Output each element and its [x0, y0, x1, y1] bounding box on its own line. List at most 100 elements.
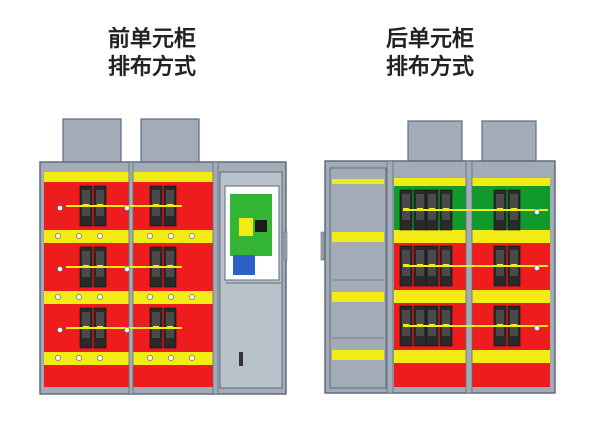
- connector-dot: [147, 294, 153, 300]
- yellow-band: [44, 291, 129, 304]
- yellow-band: [394, 290, 466, 303]
- module-face: [510, 250, 518, 276]
- yellow-band: [44, 352, 129, 365]
- module-face: [152, 312, 160, 338]
- red-base: [472, 363, 550, 387]
- module-face: [416, 310, 424, 336]
- rear-cabinet-title-line1: 后单元柜: [385, 27, 474, 52]
- module-face: [510, 310, 518, 336]
- front-control-cabinet: [219, 171, 283, 389]
- front-cabinet-title-line1: 前单元柜: [107, 27, 196, 52]
- front-fan-box-2: [140, 118, 200, 164]
- module-face: [96, 312, 104, 338]
- module-face: [416, 250, 424, 276]
- module-face: [166, 312, 174, 338]
- front-cabinet-title: 前单元柜 排布方式: [52, 26, 252, 82]
- yellow-band: [133, 172, 213, 182]
- module-face: [416, 194, 424, 220]
- connector-dot: [76, 294, 82, 300]
- column-divider: [465, 160, 473, 394]
- rear-cabinet-title-line2: 排布方式: [385, 55, 474, 80]
- column-divider: [386, 160, 394, 394]
- connector-dot: [147, 233, 153, 239]
- connector-dot: [57, 327, 63, 333]
- cabinet-handle: [239, 352, 243, 366]
- connector-dot: [55, 233, 61, 239]
- red-base: [394, 363, 466, 387]
- rear-cabinet-title: 后单元柜 排布方式: [330, 26, 530, 82]
- yellow-band: [44, 172, 129, 182]
- control-board-chip: [255, 220, 267, 232]
- connector-dot: [168, 355, 174, 361]
- module-face: [96, 251, 104, 277]
- connector-dot: [168, 233, 174, 239]
- yellow-band: [472, 230, 550, 243]
- module-face: [152, 251, 160, 277]
- connector-dot: [168, 294, 174, 300]
- yellow-band: [472, 178, 550, 186]
- connector-dot: [147, 355, 153, 361]
- connector-dot: [124, 266, 130, 272]
- connector-dot: [97, 294, 103, 300]
- yellow-band: [472, 350, 550, 363]
- connector-dot: [57, 205, 63, 211]
- front-cabinet-assembly: [39, 118, 288, 395]
- yellow-band: [332, 179, 384, 184]
- yellow-band: [394, 178, 466, 186]
- yellow-band: [332, 350, 384, 360]
- module-face: [96, 190, 104, 216]
- module-face: [442, 250, 450, 276]
- connector-dot: [189, 294, 195, 300]
- module-face: [82, 312, 90, 338]
- module-face: [442, 310, 450, 336]
- rear-left-panel-cabinet: [329, 167, 387, 389]
- connector-dot: [57, 266, 63, 272]
- module-face: [166, 190, 174, 216]
- module-face: [510, 194, 518, 220]
- module-face: [402, 310, 410, 336]
- yellow-band: [394, 230, 466, 243]
- connector-dot: [55, 355, 61, 361]
- connector-dot: [124, 205, 130, 211]
- connector-dot: [76, 355, 82, 361]
- connector-dot: [97, 355, 103, 361]
- module-face: [496, 310, 504, 336]
- connector-dot: [124, 327, 130, 333]
- module-face: [496, 250, 504, 276]
- connector-dot: [534, 265, 540, 271]
- connector-dot: [189, 233, 195, 239]
- rear-fan-box-2: [481, 120, 537, 162]
- module-face: [428, 250, 436, 276]
- connector-dot: [55, 294, 61, 300]
- column-divider: [212, 161, 219, 395]
- yellow-band: [332, 292, 384, 302]
- front-fan-box-1: [62, 118, 122, 164]
- module-face: [152, 190, 160, 216]
- front-cabinet-title-line2: 排布方式: [107, 55, 196, 80]
- control-board-yellow: [239, 218, 253, 236]
- red-base: [133, 365, 213, 387]
- module-face: [442, 194, 450, 220]
- rear-fan-box-1: [407, 120, 463, 162]
- module-face: [166, 251, 174, 277]
- yellow-band: [394, 350, 466, 363]
- module-face: [428, 194, 436, 220]
- yellow-band: [472, 290, 550, 303]
- module-face: [402, 250, 410, 276]
- module-face: [428, 310, 436, 336]
- module-face: [82, 190, 90, 216]
- connector-dot: [534, 209, 540, 215]
- connector-dot: [76, 233, 82, 239]
- column-divider: [128, 161, 134, 395]
- red-base: [44, 365, 129, 387]
- module-face: [402, 194, 410, 220]
- yellow-band: [332, 232, 384, 242]
- module-face: [82, 251, 90, 277]
- side-handle: [283, 231, 288, 261]
- connector-dot: [534, 325, 540, 331]
- side-handle: [320, 231, 325, 261]
- connector-dot: [97, 233, 103, 239]
- connector-dot: [189, 355, 195, 361]
- yellow-band: [44, 230, 129, 243]
